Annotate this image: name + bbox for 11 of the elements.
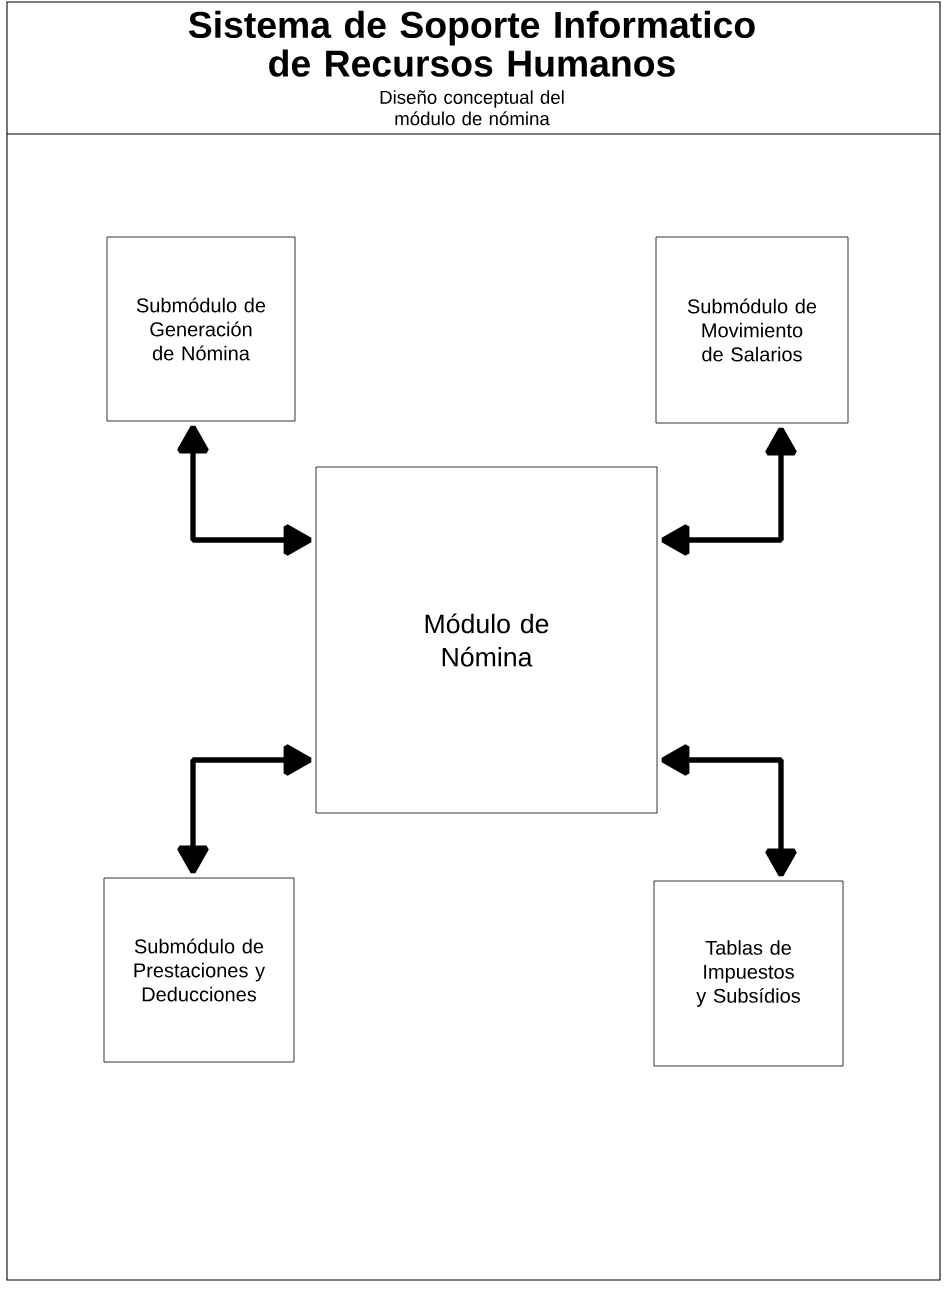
submodule-box: Submódulo de Generación de Nómina xyxy=(106,236,296,422)
module-box: Módulo de Nómina xyxy=(315,466,658,814)
arrow xyxy=(176,743,313,875)
arrow xyxy=(176,424,313,557)
submodule-box: Submódulo de Prestaciones y Deducciones xyxy=(103,877,295,1063)
title: Sistema de Soporte Informatico de Recursos Humanos xyxy=(188,10,755,77)
arrow xyxy=(660,426,798,557)
submodule-box: Tablas de Impuestos y Subsídios xyxy=(653,880,844,1067)
subtitle: Diseño conceptual del módulo de nómina xyxy=(380,90,564,126)
arrow xyxy=(660,743,798,878)
submodule-box: Submódulo de Movimiento de Salarios xyxy=(655,236,849,424)
